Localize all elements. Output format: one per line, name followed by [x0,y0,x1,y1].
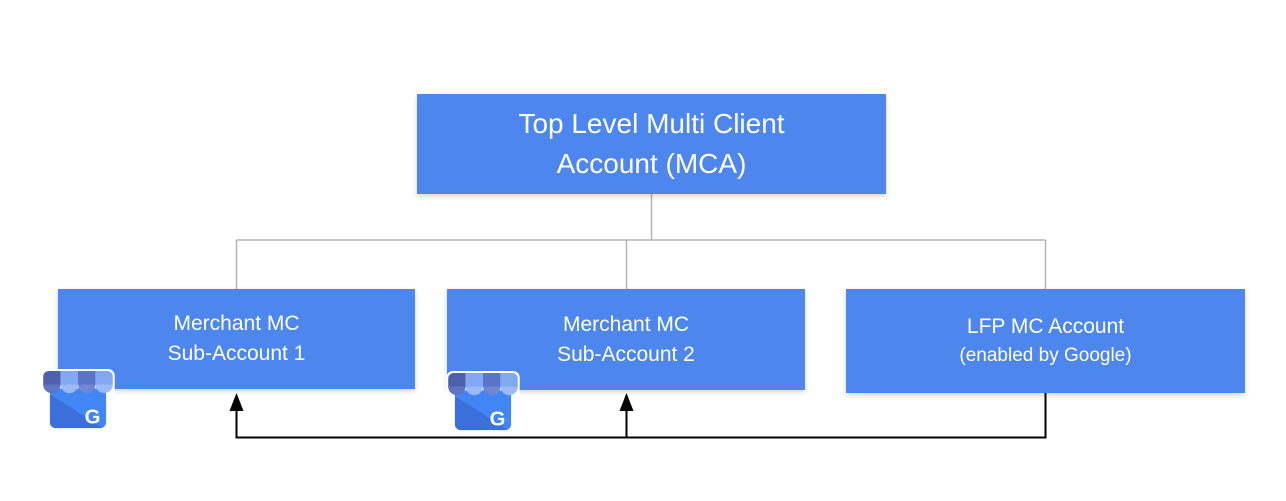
node-lfp-label-line2: (enabled by Google) [959,345,1132,366]
node-mca-label-line1: Top Level Multi Client [518,108,785,139]
arrowhead-sub2-icon [619,393,634,411]
arrowhead-sub1-icon [229,393,244,411]
node-mca-label-line2: Account (MCA) [556,148,747,179]
node-sub2-label-line2: Sub-Account 2 [557,342,695,366]
google-my-business-storefront-icon [41,369,115,431]
node-sub2-label-line1: Merchant MC [562,312,690,336]
lfp-feed-line [235,393,1047,439]
node-merchant-sub-account-1: Merchant MC Sub-Account 1 [58,289,415,389]
node-lfp-label-line1: LFP MC Account [966,315,1125,338]
node-sub1-label-line2: Sub-Account 1 [167,342,306,365]
node-lfp-mc-account: LFP MC Account (enabled by Google) [846,289,1245,393]
node-sub1-label-line1: Merchant MC [173,312,300,335]
node-top-level-mca: Top Level Multi Client Account (MCA) [417,94,886,194]
google-my-business-storefront-icon [446,371,520,433]
